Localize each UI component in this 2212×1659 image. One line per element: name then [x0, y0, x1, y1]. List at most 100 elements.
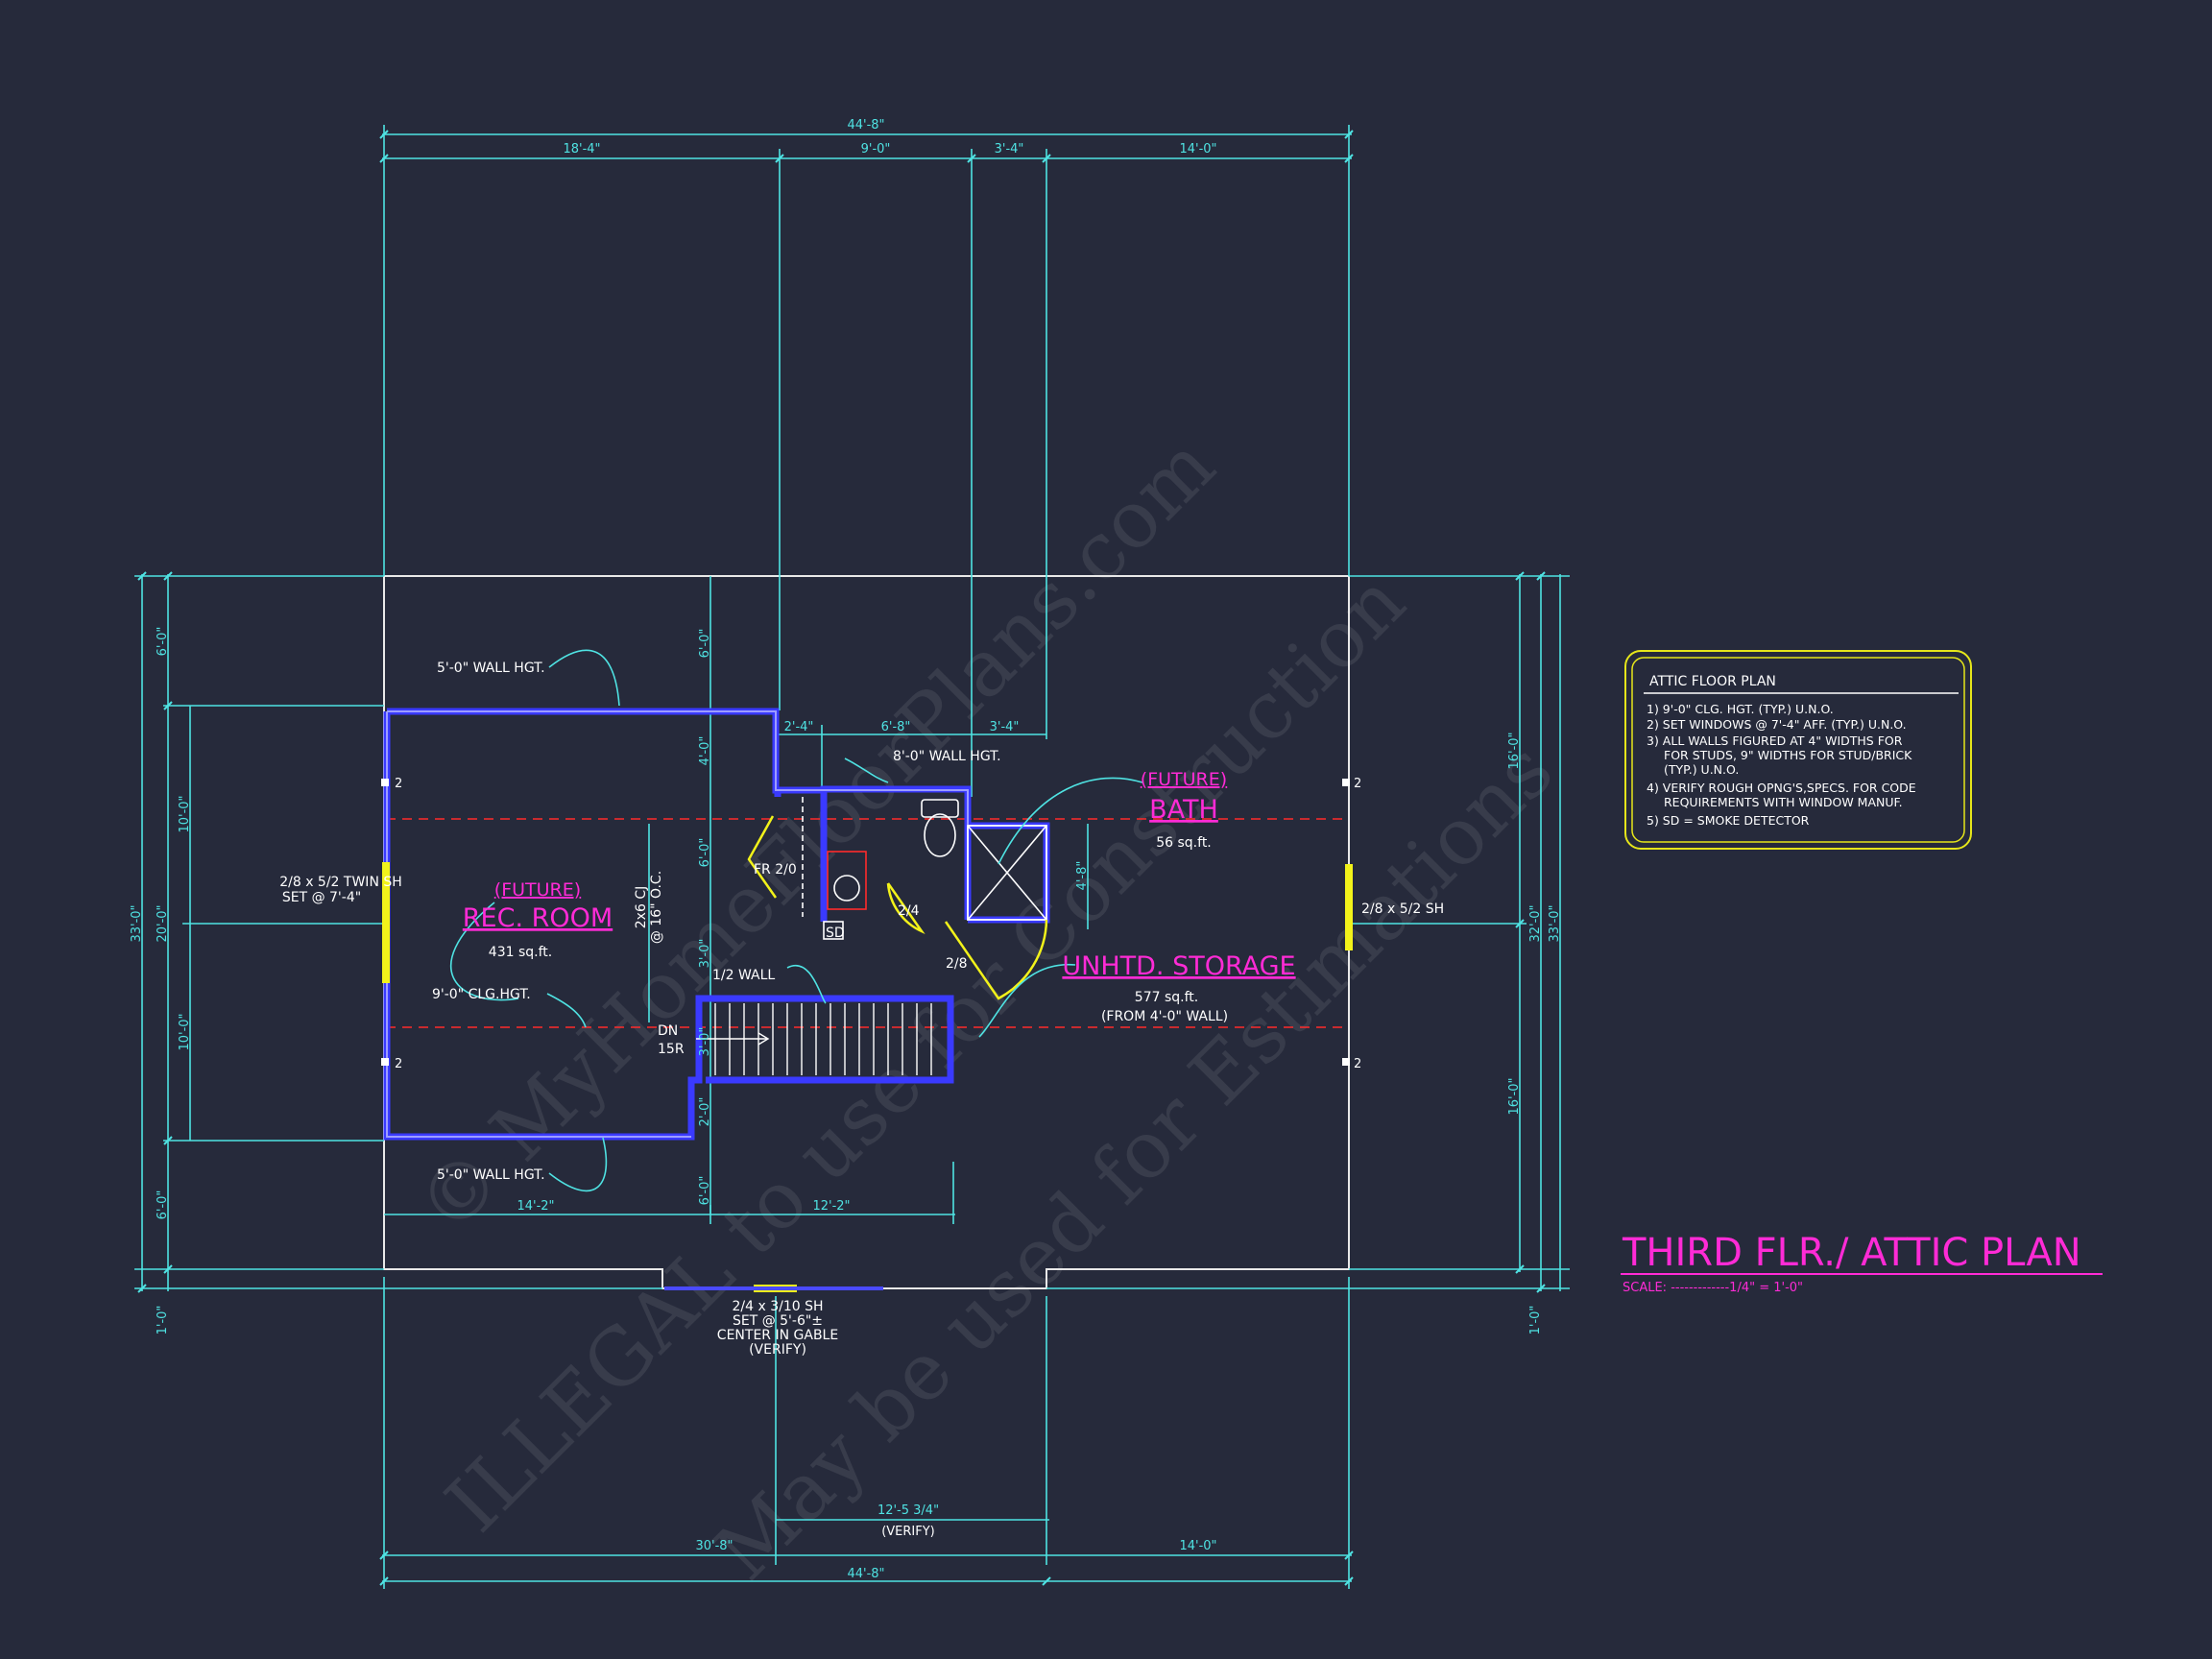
rec-room-future: (FUTURE) — [494, 879, 581, 901]
dim-left-outer: 33'-0" — [130, 904, 144, 942]
dim-top-seg: 18'-4" — [563, 142, 600, 156]
joist-note-2: @ 16" O.C. — [649, 871, 664, 944]
dim-top-overall: 44'-8" — [847, 118, 884, 132]
bath-name: BATH — [1149, 795, 1218, 825]
annotations: 5'-0" WALL HGT. 5'-0" WALL HGT. 8'-0" WA… — [279, 661, 1444, 1358]
note-line: 3) ALL WALLS FIGURED AT 4" WIDTHS FOR — [1647, 733, 1903, 748]
shower — [967, 825, 1047, 921]
dim-center-vert: 4'-0" — [698, 736, 712, 766]
dim-left-part: 6'-0" — [156, 1190, 170, 1220]
stair — [696, 1003, 932, 1075]
storage-name: UNHTD. STORAGE — [1062, 951, 1295, 981]
note-line: 1) 9'-0" CLG. HGT. (TYP.) U.N.O. — [1647, 702, 1834, 716]
stair-risers: 15R — [658, 1042, 685, 1057]
dim-center-vert: 6'-0" — [698, 838, 712, 868]
half-wall: 1/2 WALL — [712, 968, 775, 983]
storage-area: 577 sq.ft. — [1135, 990, 1198, 1005]
bath-area: 56 sq.ft. — [1156, 835, 1212, 851]
dim-right-bottom: 1'-0" — [1528, 1306, 1543, 1335]
window-bottom-set: SET @ 5'-6"± — [733, 1313, 823, 1329]
dim-bottom-overall: 44'-8" — [847, 1567, 884, 1581]
ceiling-break-lines — [386, 818, 1344, 1028]
window-bottom-spec: 2/4 x 3/10 SH — [732, 1299, 823, 1314]
dim-left-bottom: 1'-0" — [156, 1306, 170, 1335]
detector-tag: 2 — [1354, 1057, 1361, 1071]
dim-bottom-seg: 14'-0" — [1179, 1539, 1216, 1553]
sd-label: SD — [826, 926, 845, 941]
toilet-bowl — [924, 813, 956, 857]
dim-interior-bottom: 12'-2" — [812, 1199, 850, 1214]
dim-interior-top: 3'-4" — [990, 720, 1020, 734]
dim-bottom-seg: 30'-8" — [695, 1539, 733, 1553]
doors — [747, 815, 1048, 1000]
dim-left-part: 10'-0" — [178, 1013, 192, 1050]
plan-scale: SCALE: -------------1/4" = 1'-0" — [1623, 1281, 1803, 1295]
detector-tag: 2 — [1354, 777, 1361, 791]
room-labels: (FUTURE) REC. ROOM 431 sq.ft. (FUTURE) B… — [463, 769, 1296, 1024]
window-right — [1345, 864, 1353, 950]
rec-room-name: REC. ROOM — [463, 903, 613, 933]
dim-right-outer: 33'-0" — [1548, 904, 1562, 942]
note-line: 5) SD = SMOKE DETECTOR — [1647, 813, 1810, 828]
window-bottom-verify: (VERIFY) — [749, 1342, 806, 1358]
dim-center-vert: 6'-0" — [698, 629, 712, 659]
dimension-lines — [134, 125, 1570, 1589]
dim-top-seg: 14'-0" — [1179, 142, 1216, 156]
window-left-spec: 2/8 x 5/2 TWIN SH — [279, 875, 402, 890]
plan-title: THIRD FLR./ ATTIC PLAN — [1622, 1231, 2081, 1275]
stair-dn: DN — [658, 1023, 678, 1039]
ceiling-height: 9'-0" CLG.HGT. — [432, 987, 531, 1002]
window-bottom-center: CENTER IN GABLE — [717, 1328, 838, 1343]
dimension-texts: 44'-8" 18'-4" 9'-0" 3'-4" 14'-0" 44'-8" … — [130, 118, 1562, 1581]
joist-note-1: 2x6 CJ — [634, 886, 649, 928]
dim-top-seg: 9'-0" — [861, 142, 891, 156]
window-left — [382, 862, 390, 983]
detector-tag: 2 — [395, 1057, 402, 1071]
detector-tag: 2 — [395, 777, 402, 791]
dim-center-vert: 3'-0" — [698, 1027, 712, 1057]
storage-note: (FROM 4'-0" WALL) — [1101, 1009, 1228, 1024]
dim-left-part: 10'-0" — [178, 795, 192, 832]
watermark: © MyHomeFloorPlans.com ILLEGAL to use fo… — [400, 420, 1571, 1598]
dim-left-part: 6'-0" — [156, 627, 170, 657]
door-28 — [944, 919, 1048, 1000]
rec-room-area: 431 sq.ft. — [489, 945, 552, 960]
water-heater-icon — [833, 875, 860, 902]
dim-right-mid: 32'-0" — [1528, 904, 1543, 942]
door-24 — [886, 882, 926, 935]
dim-bath-vert: 4'-8" — [1075, 861, 1090, 891]
dim-center-vert: 6'-0" — [698, 1176, 712, 1206]
smoke-detector-icon — [823, 921, 844, 940]
note-line: REQUIREMENTS WITH WINDOW MANUF. — [1664, 795, 1903, 809]
wall-hgt-bottom: 5'-0" WALL HGT. — [437, 1167, 545, 1183]
note-line: 4) VERIFY ROUGH OPNG'S,SPECS. FOR CODE — [1647, 781, 1916, 795]
bath-fixtures — [802, 797, 1047, 940]
window-left-set: SET @ 7'-4" — [282, 890, 361, 905]
notes-heading: ATTIC FLOOR PLAN — [1649, 674, 1776, 689]
dim-right-part: 16'-0" — [1507, 732, 1522, 769]
dim-interior-top: 2'-4" — [784, 720, 814, 734]
dim-interior-top: 6'-8" — [881, 720, 911, 734]
leader-lines — [449, 649, 1143, 1192]
wall-hgt-top: 5'-0" WALL HGT. — [437, 661, 545, 676]
dim-bottom-verify: 12'-5 3/4" — [878, 1503, 939, 1518]
note-line: 2) SET WINDOWS @ 7'-4" AFF. (TYP.) U.N.O… — [1647, 717, 1907, 732]
door-28-label: 2/8 — [946, 956, 968, 972]
sheet-title: THIRD FLR./ ATTIC PLAN SCALE: ----------… — [1621, 1231, 2103, 1295]
door-24-label: 2/4 — [898, 903, 920, 919]
dim-center-vert: 2'-0" — [698, 1097, 712, 1127]
windows — [382, 862, 1353, 1292]
smoke-detectors: 2 2 2 2 — [381, 777, 1361, 1071]
bath-future: (FUTURE) — [1141, 769, 1227, 790]
toilet-tank — [921, 799, 959, 818]
dim-top-seg: 3'-4" — [995, 142, 1024, 156]
note-line: (TYP.) U.N.O. — [1664, 762, 1739, 777]
wall-hgt-8: 8'-0" WALL HGT. — [893, 749, 1001, 764]
dim-right-part: 16'-0" — [1507, 1077, 1522, 1115]
bifold-door — [747, 815, 778, 899]
dim-interior-bottom: 14'-2" — [517, 1199, 554, 1214]
closet-fr: FR 2/0 — [754, 862, 797, 878]
note-line: FOR STUDS, 9" WIDTHS FOR STUD/BRICK — [1664, 748, 1912, 762]
